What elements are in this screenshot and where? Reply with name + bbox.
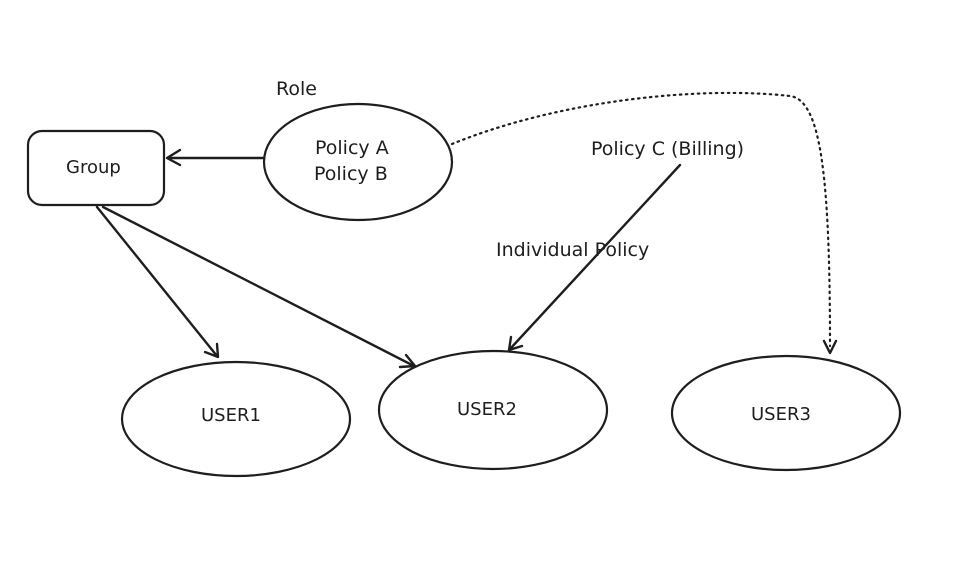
user1-ellipse [120, 360, 352, 478]
user2-ellipse [377, 349, 609, 471]
arrowhead-user1 [203, 342, 220, 359]
edge-policyc-to-user2 [508, 163, 682, 351]
edge-group-to-user2 [101, 205, 416, 368]
arrowhead-user2-from-group [398, 353, 417, 369]
edge-role-to-user3-dotted [450, 91, 832, 348]
arrowhead-user3 [822, 339, 838, 355]
user3-ellipse [670, 354, 902, 472]
arrowhead-group [165, 148, 182, 167]
group-label: Group [66, 157, 121, 178]
policy-a-label: Policy A [315, 137, 389, 159]
role-ellipse [262, 102, 454, 222]
group-box [26, 129, 166, 207]
policy-b-label: Policy B [314, 163, 388, 185]
arrowhead-user2-from-policyc [507, 335, 524, 352]
policy-c-label: Policy C (Billing) [591, 138, 745, 160]
user3-label: USER3 [751, 404, 811, 425]
edge-group-to-user1 [95, 205, 219, 358]
role-label: Role [276, 78, 317, 100]
individual-policy-label: Individual Policy [496, 239, 650, 261]
user1-label: USER1 [201, 405, 261, 426]
user2-label: USER2 [457, 399, 517, 420]
